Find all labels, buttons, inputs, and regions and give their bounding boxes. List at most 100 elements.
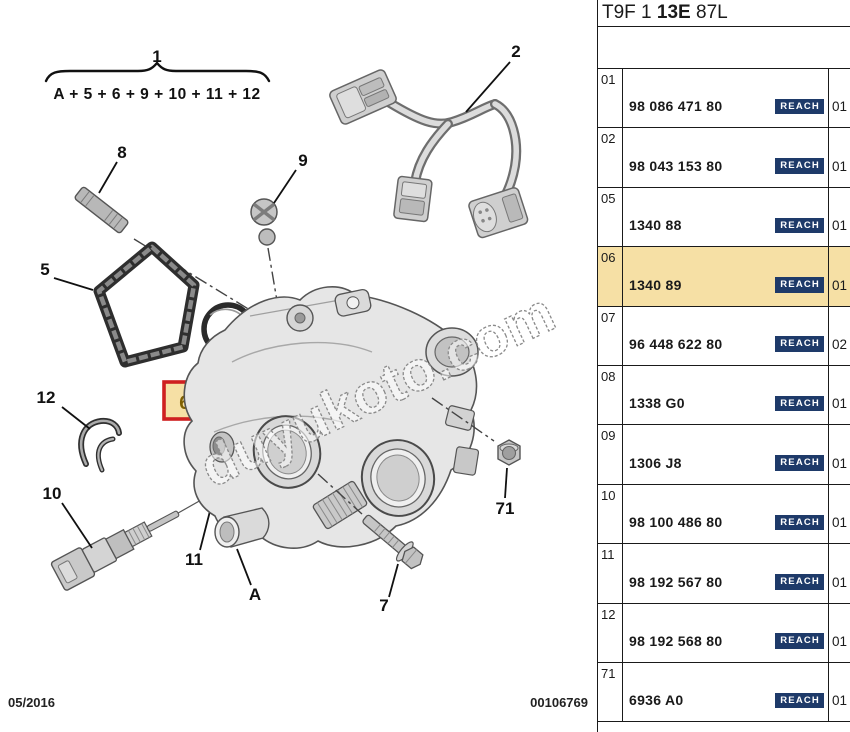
part-cell: 96 448 622 80 REACH bbox=[623, 307, 828, 365]
reach-badge[interactable]: REACH bbox=[775, 98, 824, 115]
part-71-nut: 71 bbox=[431, 397, 521, 518]
ref-cell: 02 bbox=[598, 128, 623, 187]
qty-cell: 01 bbox=[828, 69, 850, 128]
title-suffix: 87L bbox=[690, 2, 728, 23]
part-a-housing: A bbox=[183, 285, 480, 604]
row-qty: 02 bbox=[832, 336, 848, 352]
part-cell: 1340 89 REACH bbox=[623, 247, 828, 305]
label-2[interactable]: 2 bbox=[511, 42, 520, 61]
part-number: 1340 89 bbox=[629, 276, 682, 293]
row-ref: 02 bbox=[601, 131, 616, 147]
axis-line-71 bbox=[431, 397, 495, 442]
row-qty: 01 bbox=[832, 455, 848, 471]
reach-badge[interactable]: REACH bbox=[775, 158, 824, 174]
part-cell: 6936 A0 REACH bbox=[623, 663, 828, 721]
row-ref: 11 bbox=[601, 547, 615, 563]
reach-badge[interactable]: REACH bbox=[775, 514, 824, 531]
row-ref: 05 bbox=[601, 190, 616, 206]
table-row[interactable]: 11 98 192 567 80 REACH 01 bbox=[598, 544, 850, 604]
table-row[interactable]: 12 98 192 568 80 REACH 01 bbox=[598, 603, 850, 663]
row-qty: 01 bbox=[832, 574, 848, 590]
part-number: 98 043 153 80 bbox=[629, 157, 723, 174]
label-7[interactable]: 7 bbox=[379, 596, 388, 615]
part-12-clip: 12 bbox=[37, 388, 122, 473]
table-row[interactable]: 09 1306 J8 REACH 01 bbox=[598, 425, 850, 485]
qty-cell: 01 bbox=[828, 365, 850, 425]
part-number: 98 192 568 80 bbox=[629, 632, 723, 649]
footer-doc-number: 00106769 bbox=[530, 695, 588, 710]
label-10[interactable]: 10 bbox=[43, 484, 62, 503]
assembly-formula: A + 5 + 6 + 9 + 10 + 11 + 12 bbox=[53, 86, 260, 103]
part-8-stud: 8 bbox=[74, 143, 331, 360]
qty-cell: 01 bbox=[828, 484, 850, 544]
brace bbox=[44, 61, 271, 83]
table-row[interactable]: 71 6936 A0 REACH 01 bbox=[598, 662, 850, 723]
qty-cell: 02 bbox=[828, 306, 850, 365]
ref-cell: 12 bbox=[598, 603, 623, 662]
row-ref: 71 bbox=[601, 665, 616, 681]
row-qty: 01 bbox=[832, 218, 848, 234]
diagram-canvas: 1 A + 5 + 6 + 9 + 10 + 11 + 12 bbox=[8, 42, 588, 710]
part-number: 98 086 471 80 bbox=[629, 98, 723, 115]
table-row[interactable]: 07 96 448 622 80 REACH 02 bbox=[598, 306, 850, 366]
ref-cell: 07 bbox=[598, 306, 623, 365]
ref-cell: 71 bbox=[598, 662, 623, 722]
qty-cell: 01 bbox=[828, 247, 850, 306]
part-cell: 98 043 153 80 REACH bbox=[623, 128, 828, 186]
reach-badge[interactable]: REACH bbox=[775, 217, 824, 234]
table-row[interactable]: 08 1338 G0 REACH 01 bbox=[598, 365, 850, 426]
label-a[interactable]: A bbox=[249, 585, 261, 604]
title-code: 13E bbox=[656, 2, 691, 23]
reach-badge[interactable]: REACH bbox=[775, 455, 824, 471]
part-cell: 98 192 568 80 REACH bbox=[623, 604, 828, 662]
part-7-bolt: 7 bbox=[317, 473, 424, 615]
axis-line-8 bbox=[133, 238, 331, 360]
part-number: 6936 A0 bbox=[629, 692, 684, 709]
table-row[interactable]: 05 1340 88 REACH 01 bbox=[598, 187, 850, 248]
reach-badge[interactable]: REACH bbox=[775, 574, 824, 590]
row-ref: 10 bbox=[601, 487, 616, 503]
label-8[interactable]: 8 bbox=[117, 143, 126, 162]
table-rows: 01 98 086 471 80 REACH 01 02 98 043 153 … bbox=[598, 69, 850, 723]
table-row[interactable]: 01 98 086 471 80 REACH 01 bbox=[598, 69, 850, 129]
part-number: 98 100 486 80 bbox=[629, 514, 723, 531]
row-qty: 01 bbox=[832, 633, 848, 649]
row-ref: 09 bbox=[601, 428, 616, 444]
reach-badge[interactable]: REACH bbox=[775, 277, 824, 293]
reach-badge[interactable]: REACH bbox=[775, 336, 824, 352]
label-12[interactable]: 12 bbox=[37, 388, 56, 407]
label-71[interactable]: 71 bbox=[496, 499, 515, 518]
harness-connector-1 bbox=[329, 69, 397, 125]
harness-connector-2 bbox=[393, 175, 433, 223]
part-number: 1338 G0 bbox=[629, 395, 685, 412]
row-ref: 06 bbox=[601, 250, 616, 266]
part-5-gasket: 5 bbox=[40, 241, 200, 368]
harness-connector-3 bbox=[468, 187, 529, 239]
qty-cell: 01 bbox=[828, 662, 850, 722]
part-cell: 98 100 486 80 REACH bbox=[623, 485, 828, 543]
label-5[interactable]: 5 bbox=[40, 260, 49, 279]
row-qty: 01 bbox=[832, 693, 848, 709]
ref-cell: 08 bbox=[598, 365, 623, 425]
label-11[interactable]: 11 bbox=[185, 550, 203, 569]
row-qty: 01 bbox=[832, 515, 848, 531]
assembly-label[interactable]: 1 bbox=[152, 47, 161, 66]
qty-cell: 01 bbox=[828, 128, 850, 187]
part-cell: 1338 G0 REACH bbox=[623, 366, 828, 424]
part-2-harness: 2 bbox=[329, 42, 529, 239]
row-qty: 01 bbox=[832, 99, 848, 115]
reach-badge[interactable]: REACH bbox=[775, 692, 824, 709]
part-cell: 98 192 567 80 REACH bbox=[623, 544, 828, 602]
footer-date: 05/2016 bbox=[8, 695, 55, 710]
table-row[interactable]: 06 1340 89 REACH 01 bbox=[598, 247, 850, 307]
table-header-spacer bbox=[598, 27, 850, 69]
reach-badge[interactable]: REACH bbox=[775, 395, 824, 412]
label-9[interactable]: 9 bbox=[298, 151, 307, 170]
row-ref: 01 bbox=[601, 72, 616, 87]
table-row[interactable]: 10 98 100 486 80 REACH 01 bbox=[598, 484, 850, 545]
table-row[interactable]: 02 98 043 153 80 REACH 01 bbox=[598, 128, 850, 188]
part-number: 98 192 567 80 bbox=[629, 573, 723, 590]
qty-cell: 01 bbox=[828, 544, 850, 603]
reach-badge[interactable]: REACH bbox=[775, 633, 824, 649]
axis-line-7 bbox=[317, 473, 363, 515]
